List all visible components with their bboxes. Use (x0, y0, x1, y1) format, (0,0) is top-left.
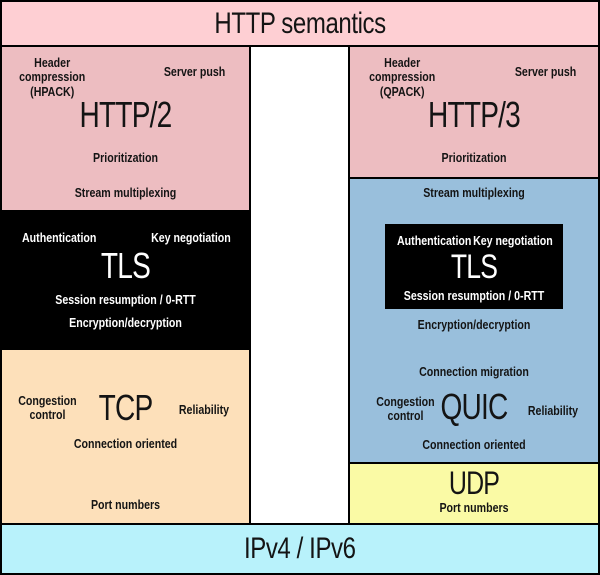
tcp-block: Congestion control TCP Reliability Conne… (0, 348, 251, 525)
quic-tls-title: TLS (450, 248, 498, 286)
quic-reliability-label: Reliability (527, 404, 578, 418)
ip-label: IPv4 / IPv6 (244, 532, 356, 565)
tcp-title: TCP (98, 387, 154, 428)
http3-header-compression-label: Header compression (QPACK) (369, 56, 436, 99)
quic-stream-multiplexing-label: Stream multiplexing (423, 186, 525, 200)
quic-tls-block: Authentication Key negotiation TLS Sessi… (385, 224, 563, 309)
udp-block: UDP Port numbers (348, 462, 600, 525)
quic-connection-oriented-label: Connection oriented (422, 438, 526, 452)
quic-block: Stream multiplexing Authentication Key n… (348, 177, 600, 464)
tls-title: TLS (100, 245, 151, 286)
quic-connection-migration-label: Connection migration (419, 365, 529, 379)
quic-title: QUIC (440, 386, 508, 427)
tls-block: Authentication Key negotiation TLS Sessi… (0, 210, 251, 350)
tls-session-resumption-label: Session resumption / 0-RTT (55, 293, 196, 307)
tls-encryption-label: Encryption/decryption (69, 316, 182, 330)
http3-block: Header compression (QPACK) Server push H… (348, 45, 600, 179)
quic-encryption-label: Encryption/decryption (417, 318, 531, 332)
http2-block: Header compression (HPACK) Server push H… (0, 45, 251, 212)
udp-title: UDP (448, 465, 500, 501)
tcp-reliability-label: Reliability (178, 403, 229, 417)
quic-congestion-control-label: Congestion control (376, 395, 435, 424)
http3-title: HTTP/3 (427, 94, 521, 135)
ip-bar: IPv4 / IPv6 (0, 523, 600, 575)
http3-prioritization-label: Prioritization (441, 151, 507, 165)
quic-tls-authentication-label: Authentication (397, 234, 472, 248)
tcp-connection-oriented-label: Connection oriented (73, 437, 178, 451)
tls-authentication-label: Authentication (22, 231, 97, 245)
http2-stream-multiplexing-label: Stream multiplexing (74, 186, 177, 200)
http-semantics-label: HTTP semantics (214, 6, 386, 40)
http2-server-push-label: Server push (163, 65, 225, 79)
http3-server-push-label: Server push (514, 65, 576, 79)
http2-header-compression-label: Header compression (HPACK) (19, 56, 86, 99)
tls-key-negotiation-label: Key negotiation (151, 231, 231, 245)
tcp-port-numbers-label: Port numbers (90, 498, 161, 512)
udp-port-numbers-label: Port numbers (439, 501, 509, 515)
quic-tls-session-resumption-label: Session resumption / 0-RTT (403, 289, 545, 303)
http2-prioritization-label: Prioritization (93, 151, 158, 165)
quic-tls-key-negotiation-label: Key negotiation (473, 234, 553, 248)
tcp-congestion-control-label: Congestion control (18, 394, 77, 423)
http2-title: HTTP/2 (79, 94, 172, 135)
http-semantics-bar: HTTP semantics (0, 0, 600, 47)
